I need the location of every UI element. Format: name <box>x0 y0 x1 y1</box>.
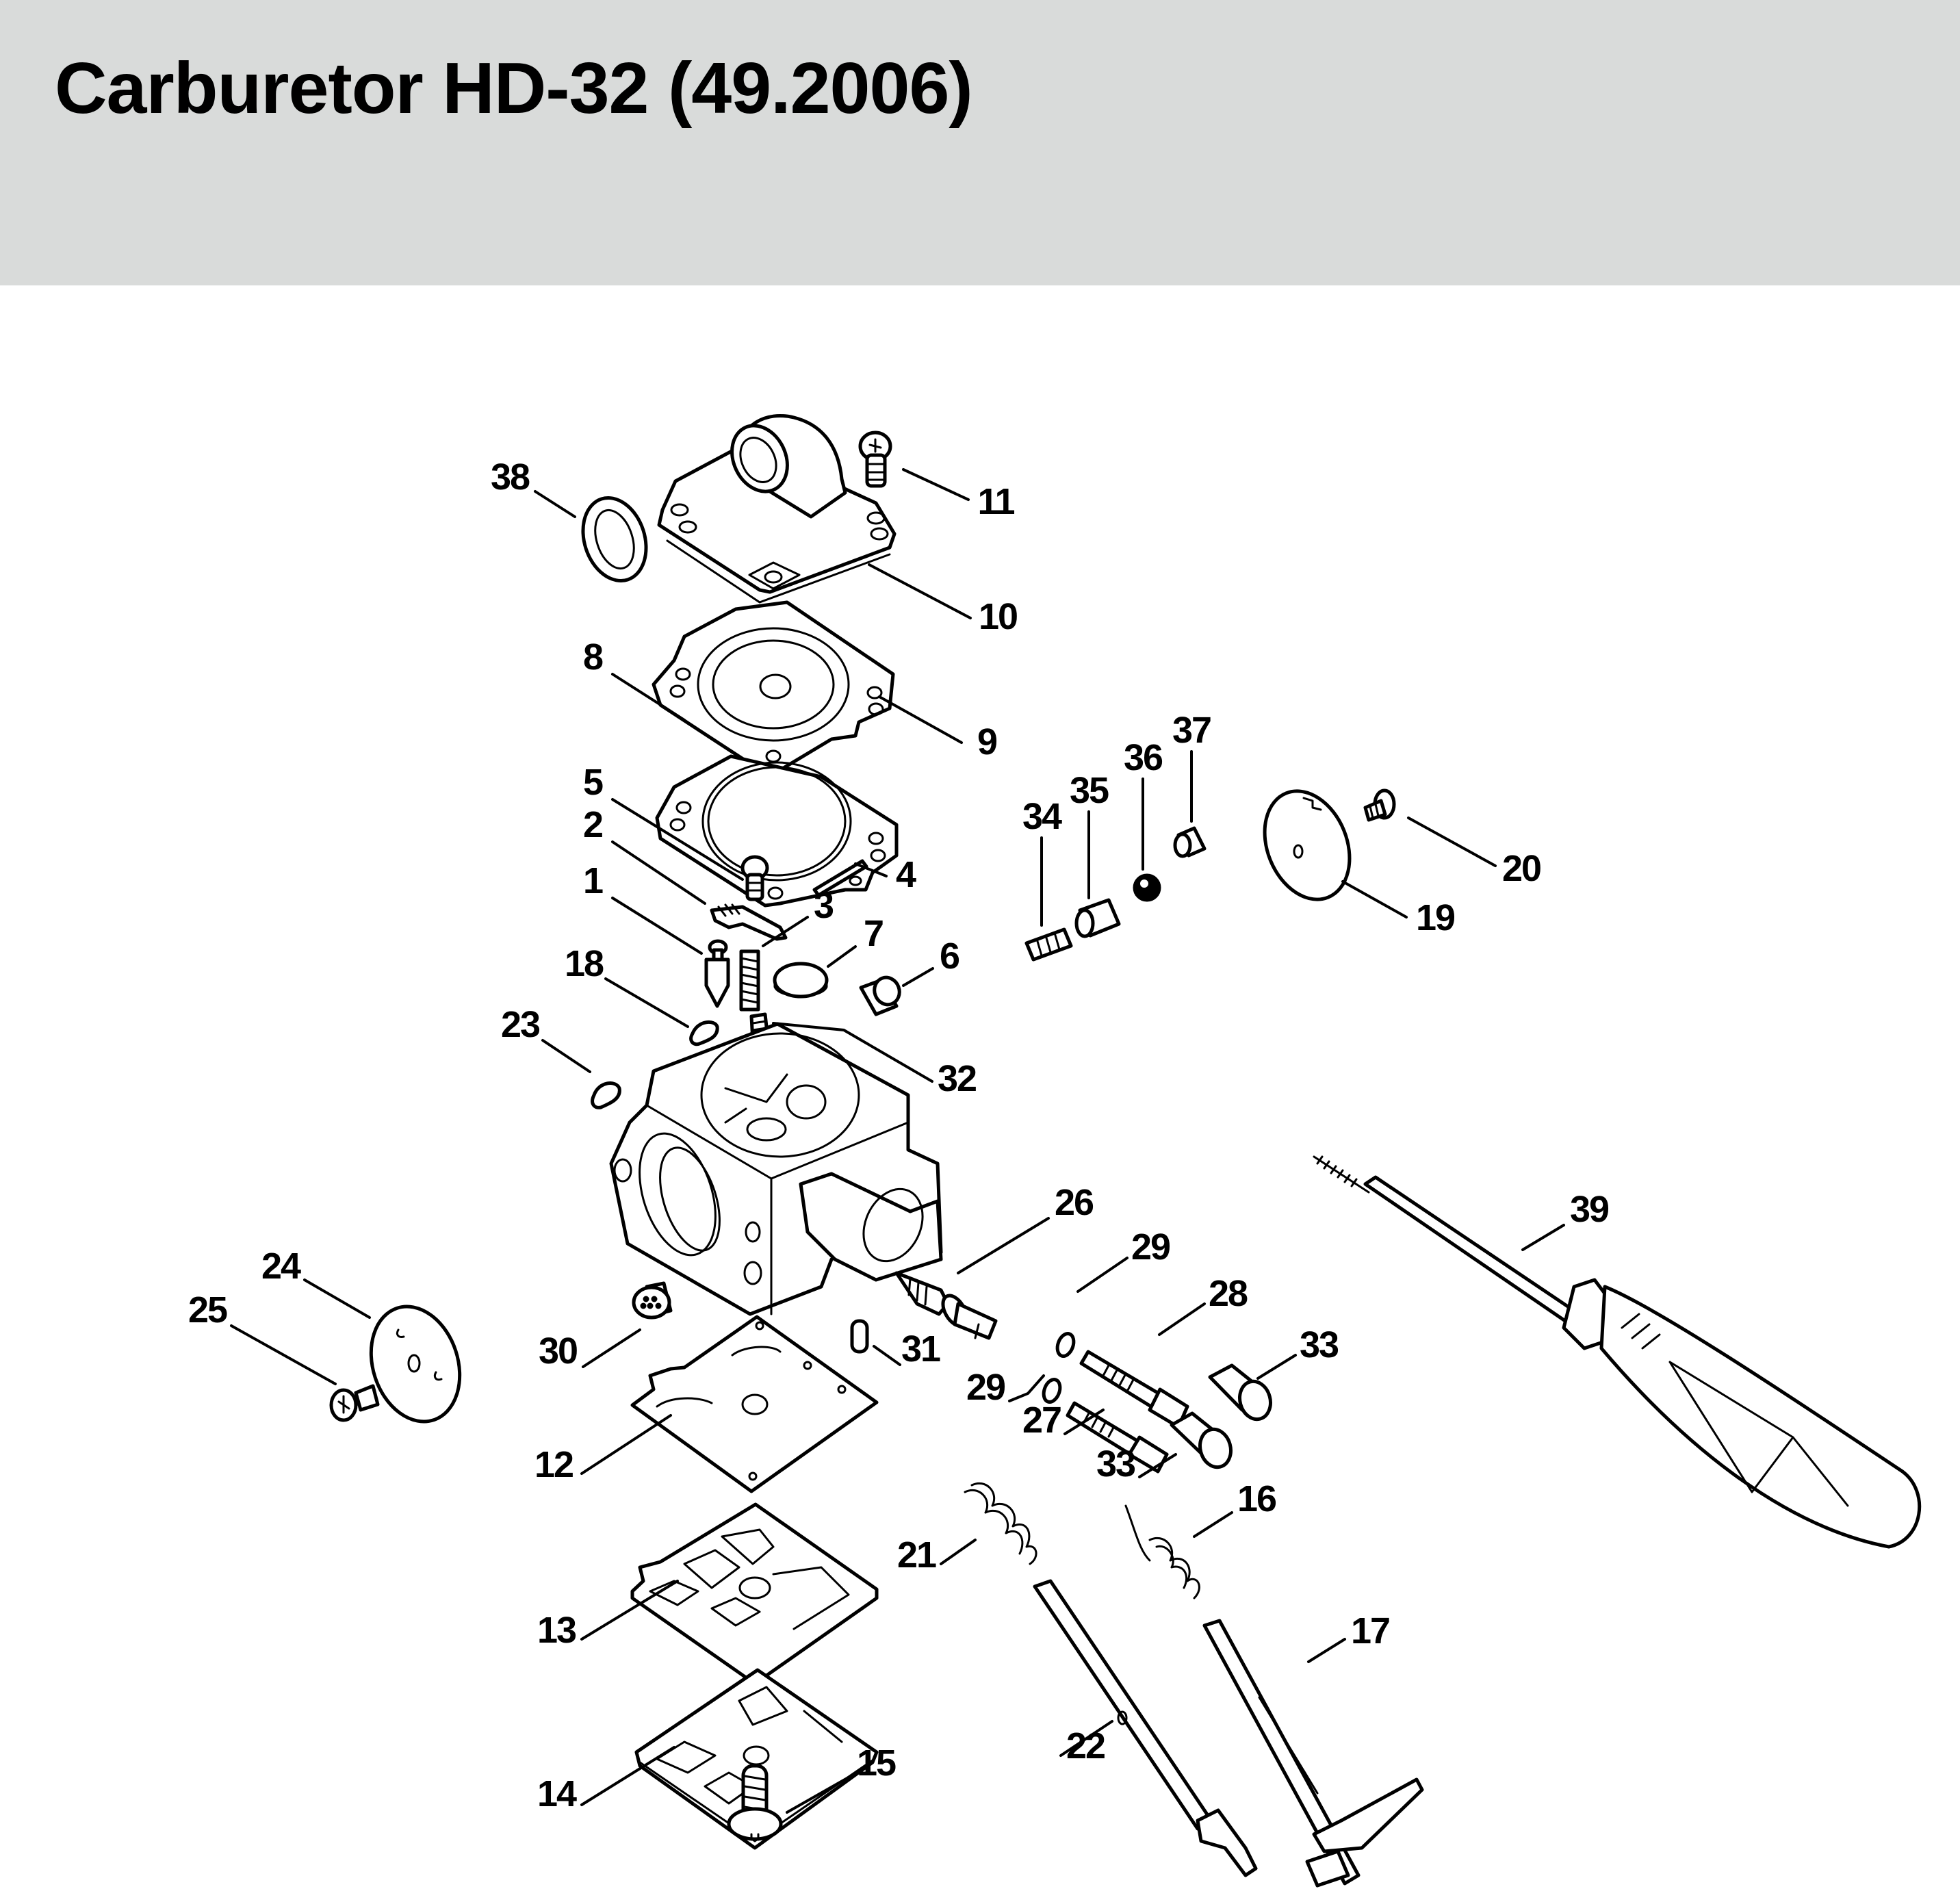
part-24-shutter-disc[interactable] <box>357 1295 474 1433</box>
callout-14[interactable]: 14 <box>537 1773 578 1814</box>
part-19-cover-disc[interactable] <box>1250 778 1365 912</box>
callout-37[interactable]: 37 <box>1172 710 1212 751</box>
callout-25[interactable]: 25 <box>188 1289 229 1331</box>
part-29-o-ring-lower[interactable] <box>1041 1377 1063 1404</box>
callout-7[interactable]: 7 <box>864 913 884 954</box>
callout-26[interactable]: 26 <box>1055 1182 1095 1223</box>
carburetor-body <box>609 1022 943 1316</box>
callout-27[interactable]: 27 <box>1022 1400 1062 1441</box>
callout-11[interactable]: 11 <box>977 481 1016 522</box>
callout-13[interactable]: 13 <box>537 1610 578 1651</box>
callout-6[interactable]: 6 <box>940 936 961 977</box>
part-25-screw[interactable] <box>329 1384 380 1422</box>
page-title: Carburetor HD-32 (49.2006) <box>55 48 973 129</box>
part-33-limiter-cap-lower[interactable] <box>1170 1411 1235 1471</box>
part-26-nozzle[interactable] <box>894 1271 998 1340</box>
part-31-pin[interactable] <box>850 1319 869 1354</box>
callout-5[interactable]: 5 <box>583 762 604 803</box>
callout-10[interactable]: 10 <box>979 596 1018 637</box>
part-23-e-clip[interactable] <box>591 1081 621 1109</box>
part-20-screw[interactable] <box>1363 788 1396 822</box>
part-16-torsion-spring[interactable] <box>1124 1504 1200 1599</box>
callout-19[interactable]: 19 <box>1416 897 1456 938</box>
callout-3[interactable]: 3 <box>814 885 835 926</box>
callout-2[interactable]: 2 <box>583 804 604 845</box>
callout-36[interactable]: 36 <box>1124 737 1164 778</box>
part-10-cover[interactable] <box>657 413 897 604</box>
part-17-choke-shaft[interactable] <box>1202 1619 1424 1888</box>
callout-15[interactable]: 15 <box>857 1743 897 1784</box>
part-15-screw[interactable] <box>727 1764 783 1841</box>
part-9-diaphragm[interactable] <box>652 600 895 775</box>
part-22-throttle-shaft[interactable] <box>1033 1579 1258 1877</box>
callout-35[interactable]: 35 <box>1070 770 1110 811</box>
callout-23[interactable]: 23 <box>501 1004 541 1045</box>
part-36-ball[interactable] <box>1133 873 1161 902</box>
callout-29-lower[interactable]: 29 <box>966 1367 1007 1408</box>
callout-30[interactable]: 30 <box>539 1331 578 1372</box>
part-18-e-clip[interactable] <box>689 1020 719 1046</box>
callout-39[interactable]: 39 <box>1570 1189 1610 1230</box>
callout-21[interactable]: 21 <box>897 1534 938 1576</box>
part-2-lever[interactable] <box>710 903 788 941</box>
part-21-torsion-spring[interactable] <box>964 1482 1037 1565</box>
callout-17[interactable]: 17 <box>1351 1610 1391 1652</box>
part-5-screw[interactable] <box>740 855 769 901</box>
callout-33-upper[interactable]: 33 <box>1300 1324 1340 1365</box>
part-6-plug[interactable] <box>859 974 903 1016</box>
part-30-strainer[interactable] <box>632 1285 671 1320</box>
part-37-seat[interactable] <box>1173 826 1207 858</box>
part-34-spring[interactable] <box>1024 927 1073 962</box>
callout-12[interactable]: 12 <box>534 1444 574 1485</box>
callout-9[interactable]: 9 <box>977 721 998 762</box>
header-band: Carburetor HD-32 (49.2006) <box>0 0 1960 285</box>
part-35-piston[interactable] <box>1074 898 1121 938</box>
part-4-pin[interactable] <box>812 859 868 897</box>
part-3-spring[interactable] <box>739 949 760 1012</box>
part-1-inlet-needle[interactable] <box>704 939 730 1008</box>
part-33-limiter-cap-upper[interactable] <box>1208 1363 1274 1423</box>
callout-32[interactable]: 32 <box>938 1058 977 1099</box>
callout-22[interactable]: 22 <box>1066 1725 1106 1766</box>
part-27-adjusting-screw[interactable] <box>1066 1401 1169 1474</box>
callout-4[interactable]: 4 <box>896 854 918 895</box>
callout-labels: 38 11 10 8 9 5 2 1 4 3 7 6 18 23 32 34 3… <box>188 457 1610 1814</box>
callout-33-lower[interactable]: 33 <box>1096 1443 1137 1485</box>
callout-38[interactable]: 38 <box>491 457 531 498</box>
part-12-gasket[interactable] <box>630 1315 879 1493</box>
callout-28[interactable]: 28 <box>1209 1273 1249 1314</box>
leader-lines <box>230 468 1565 1814</box>
callout-31[interactable]: 31 <box>901 1328 942 1370</box>
callout-1[interactable]: 1 <box>583 860 604 901</box>
part-29-o-ring-upper[interactable] <box>1055 1331 1076 1358</box>
callout-16[interactable]: 16 <box>1237 1478 1278 1519</box>
part-7-plug[interactable] <box>773 962 829 999</box>
callout-29-upper[interactable]: 29 <box>1131 1226 1172 1268</box>
part-8-gasket[interactable] <box>655 754 899 908</box>
callout-18[interactable]: 18 <box>565 943 605 984</box>
callout-8[interactable]: 8 <box>583 637 604 678</box>
part-39-screwdriver[interactable] <box>1313 1155 1922 1549</box>
callout-20[interactable]: 20 <box>1502 848 1542 889</box>
part-13-pump-diaphragm[interactable] <box>630 1502 879 1686</box>
part-11-screw[interactable] <box>858 431 892 488</box>
callout-24[interactable]: 24 <box>261 1246 302 1287</box>
callout-34[interactable]: 34 <box>1022 796 1063 837</box>
part-38-o-ring[interactable] <box>573 489 656 589</box>
